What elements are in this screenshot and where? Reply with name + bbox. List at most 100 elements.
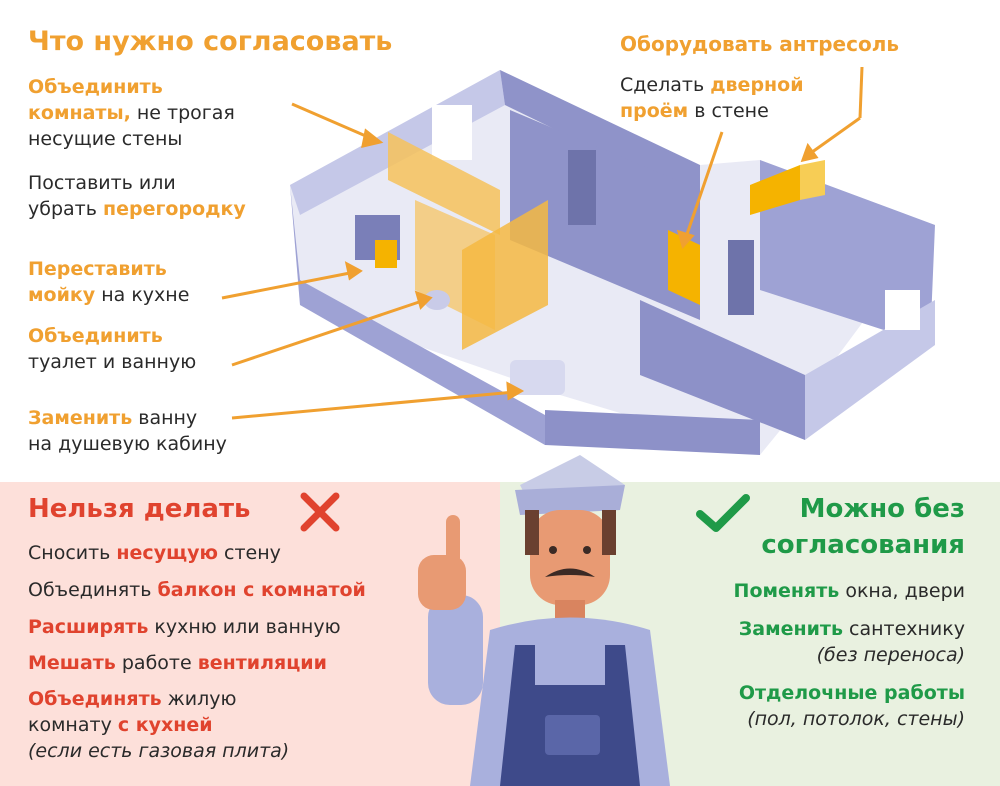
item-note: (если есть газовая плита) <box>28 740 290 762</box>
item-text: туалет и ванную <box>28 351 197 373</box>
mezzanine-side <box>800 160 825 200</box>
item-text: работе <box>115 652 198 674</box>
item-highlight: Отделочные работы <box>738 682 965 704</box>
right-room-front <box>640 300 805 440</box>
item-text: окна, двери <box>839 580 965 602</box>
mezzanine <box>750 165 800 215</box>
allowed-item: Поменять окна, двери <box>640 578 965 604</box>
arrow-combine-rooms <box>291 102 376 142</box>
forbidden-item: Объединять жилую комнату с кухней (если … <box>28 686 289 764</box>
item-note: (пол, потолок, стены) <box>747 708 965 730</box>
item-highlight-2: комнаты, <box>28 102 131 124</box>
door-opening <box>668 230 700 305</box>
bedroom-wall <box>510 110 700 320</box>
item-replace-bath: Заменить ванну на душевую кабину <box>28 405 227 457</box>
item-combine-bathroom: Объединить туалет и ванную <box>28 323 196 375</box>
neck <box>555 600 585 620</box>
raised-arm <box>428 595 483 705</box>
arrow-replace-bath <box>231 390 516 420</box>
item-partition: Поставить или убрать перегородку <box>28 170 246 222</box>
item-move-sink: Переставить мойку на кухне <box>28 256 189 308</box>
mezzanine-title: Оборудовать антресоль <box>620 32 899 56</box>
outer-wall-front <box>290 185 545 445</box>
item-highlight: несущую <box>116 542 218 564</box>
forbidden-item: Мешать работе вентиляции <box>28 650 327 676</box>
allowed-item: Заменить сантехнику (без переноса) <box>640 616 965 668</box>
partition-panel <box>388 132 500 235</box>
item-highlight: Поменять <box>733 580 840 602</box>
bedroom-door <box>568 150 596 225</box>
item-text-2: в стене <box>688 100 769 122</box>
window <box>432 105 472 160</box>
item-text: кухню или ванную <box>148 616 341 638</box>
item-text-line3: несущие стены <box>28 128 183 150</box>
cross-icon <box>300 492 340 532</box>
item-text: сантехнику <box>842 618 965 640</box>
item-highlight: Мешать <box>28 652 116 674</box>
item-highlight: Объединять <box>28 688 162 710</box>
item-combine-rooms: Объединить комнаты, не трогая несущие ст… <box>28 74 235 152</box>
item-text: ванну <box>132 407 198 429</box>
item-text: Сносить <box>28 542 117 564</box>
toilet <box>424 290 450 310</box>
forbidden-panel-background <box>0 482 500 786</box>
item-highlight-2: с кухней <box>117 714 213 736</box>
hair-right <box>602 510 616 555</box>
outer-wall-bottom <box>545 410 760 455</box>
finger <box>446 515 460 565</box>
item-text: Сделать <box>620 74 711 96</box>
item-text: жилую <box>161 688 237 710</box>
item-note: (без переноса) <box>816 644 965 666</box>
head <box>530 510 610 605</box>
forbidden-item: Сносить несущую стену <box>28 540 281 566</box>
item-highlight-2: проём <box>620 100 689 122</box>
item-door-opening: Сделать дверной проём в стене <box>620 72 804 124</box>
forbidden-title: Нельзя делать <box>28 494 251 524</box>
hand <box>418 555 466 610</box>
forbidden-item: Расширять кухню или ванную <box>28 614 341 640</box>
arrow-move-sink <box>221 270 356 300</box>
hall-door <box>728 240 754 315</box>
mustache <box>545 568 595 577</box>
sink-arrow <box>375 240 397 268</box>
right-window <box>885 290 920 330</box>
item-highlight: Заменить <box>738 618 843 640</box>
hair-left <box>525 510 539 555</box>
arrow-mezzanine <box>858 66 864 119</box>
page-title: Что нужно согласовать <box>28 26 393 57</box>
item-highlight: балкон с комнатой <box>157 579 366 601</box>
item-text-2: комнату <box>28 714 118 736</box>
item-text: Объединять <box>28 579 158 601</box>
right-room-side <box>805 300 935 440</box>
item-highlight-2: мойку <box>28 284 96 306</box>
item-text: Поставить или <box>28 172 176 194</box>
overalls-pocket <box>545 715 600 755</box>
allowed-title-2: согласования <box>700 528 965 562</box>
item-text: не трогая <box>130 102 235 124</box>
eye-right <box>583 546 591 554</box>
item-highlight: перегородку <box>102 198 246 220</box>
item-highlight: Объединить <box>28 325 163 347</box>
item-highlight: Объединить <box>28 76 163 98</box>
item-text-2: стену <box>217 542 281 564</box>
arrow-door-opening <box>683 131 724 241</box>
item-text: на кухне <box>95 284 190 306</box>
toilet-partition <box>462 200 548 350</box>
forbidden-item: Объединять балкон с комнатой <box>28 577 366 603</box>
item-highlight: Заменить <box>28 407 133 429</box>
check-icon <box>696 494 750 532</box>
allowed-title-line2: согласования <box>761 530 965 560</box>
arrow-combine-bath <box>231 298 426 367</box>
paper-hat-band <box>515 485 625 515</box>
allowed-item: Отделочные работы (пол, потолок, стены) <box>640 680 965 732</box>
item-highlight: Переставить <box>28 258 167 280</box>
item-text-2: убрать <box>28 198 103 220</box>
worker-illustration <box>418 455 670 786</box>
allowed-title: Можно без <box>760 492 965 526</box>
item-text-line2: на душевую кабину <box>28 433 227 455</box>
item-highlight: Расширять <box>28 616 149 638</box>
eye-left <box>549 546 557 554</box>
item-highlight: дверной <box>710 74 804 96</box>
bathtub <box>510 360 565 395</box>
